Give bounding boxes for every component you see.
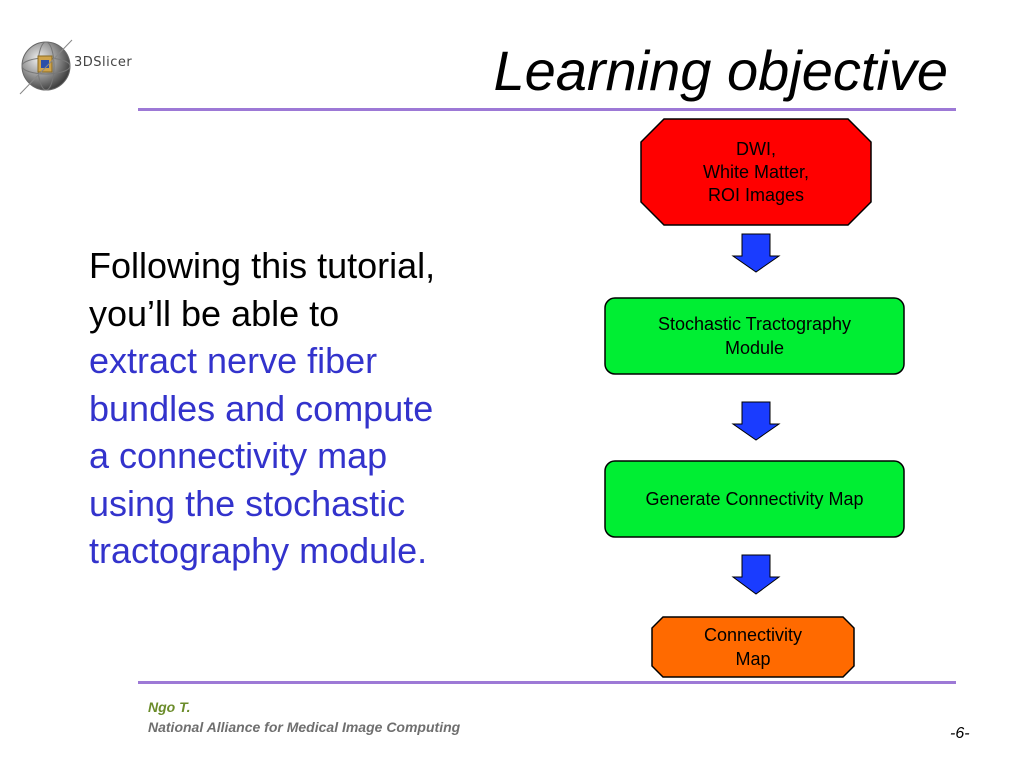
down-arrow-icon <box>731 554 781 595</box>
intro-line: you’ll be able to <box>89 292 340 334</box>
node-line: ROI Images <box>707 184 805 205</box>
title-divider <box>138 108 956 111</box>
node-line: White Matter, <box>702 161 810 182</box>
3dslicer-logo <box>16 36 144 102</box>
flow-node-dwi-shape <box>640 118 872 226</box>
highlight-line: extract nerve fiber <box>89 340 378 381</box>
down-arrow-icon <box>731 401 781 441</box>
footer-organization: National Alliance for Medical Image Comp… <box>148 719 461 735</box>
footer-divider <box>138 681 956 684</box>
node-line: DWI, <box>736 138 776 159</box>
node-line: Connectivity <box>703 625 803 645</box>
node-line: Generate Connectivity Map <box>645 489 864 509</box>
logo-text: 3DSlicer <box>74 55 133 70</box>
node-line: Module <box>724 338 785 358</box>
objective-text: Following this tutorial, you’ll be able … <box>89 242 509 575</box>
highlight-line: a connectivity map <box>89 435 388 476</box>
intro-line: Following this tutorial, <box>89 245 436 286</box>
highlight-line: bundles and compute <box>89 387 434 429</box>
footer-author: Ngo T. <box>148 699 191 715</box>
flow-node-tractography: Stochastic Tractography Module <box>605 298 904 374</box>
flow-node-connectivity-shape <box>651 616 855 678</box>
flow-node-tractography-shape <box>604 297 905 375</box>
node-line: Stochastic Tractography <box>657 314 852 334</box>
highlight-line: using the stochastic <box>89 482 406 524</box>
down-arrow-icon <box>731 233 781 273</box>
page-title: Learning objective <box>493 39 948 102</box>
node-line: Map <box>735 649 771 669</box>
flow-node-generate-shape <box>604 460 905 538</box>
3dslicer-logo-icon <box>19 39 73 95</box>
highlight-line: tractography module. <box>89 530 428 571</box>
flow-node-dwi: DWI, White Matter, ROI Images <box>641 119 871 225</box>
flow-node-connectivity: Connectivity Map <box>652 617 854 677</box>
page-number: -6- <box>950 725 970 742</box>
flow-node-generate: Generate Connectivity Map <box>605 461 904 537</box>
